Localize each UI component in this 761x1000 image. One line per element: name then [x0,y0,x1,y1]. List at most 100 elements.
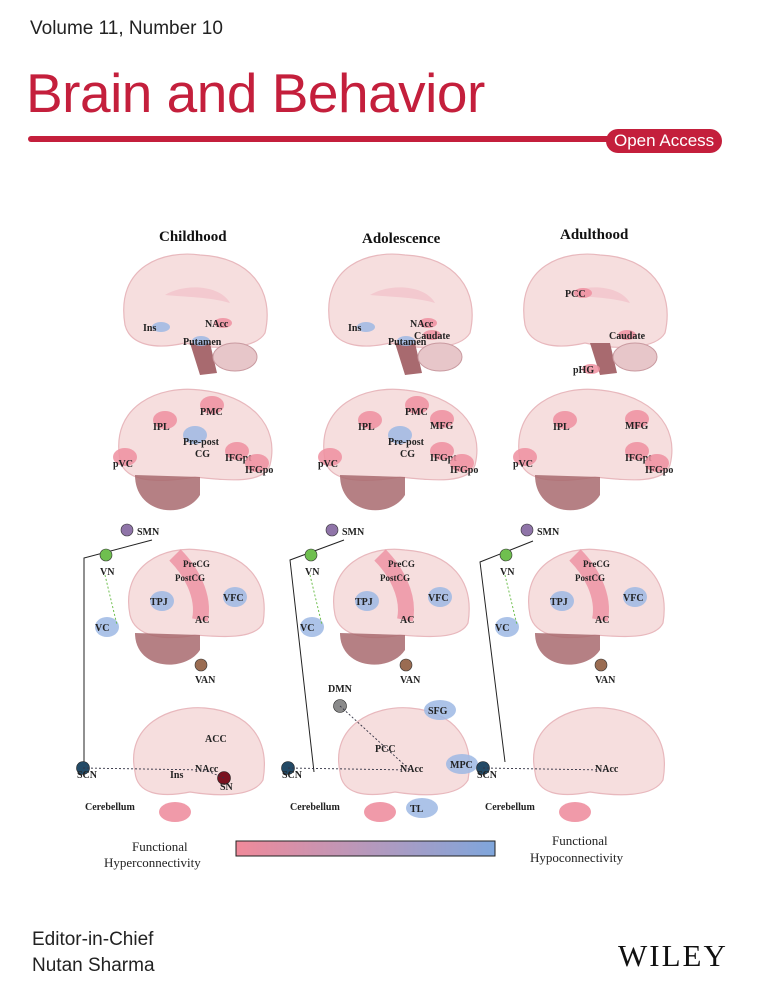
cerebellum-shape [417,342,463,372]
label-tpj: TPJ [550,597,568,608]
label-pcc: PCC [375,744,396,755]
label-vn: VN [500,567,515,578]
region-ipl [153,411,177,429]
label-pre-post: Pre-post [183,437,220,448]
label-scn: SCN [282,770,303,781]
label-ac: AC [195,615,209,626]
network-frames [83,539,534,773]
node-van [594,658,608,672]
corpus-callosum [370,287,435,303]
label-smn: SMN [537,527,560,538]
journal-title: Brain and Behavior [26,62,485,124]
cerebellum-shape [212,342,258,372]
label-pvc: pVC [113,459,133,470]
editor-name: Nutan Sharma [32,955,155,976]
label-pmc: PMC [405,407,428,418]
cerebellum-brainstem [535,475,600,511]
subcortical-brain-outline [533,707,665,796]
region-ifgpt [625,442,649,460]
region-tpj [355,591,379,611]
label-vfc: VFC [223,593,244,604]
label-tpj: TPJ [355,597,373,608]
cerebellum-brainstem [135,475,200,511]
label-tl: TL [410,804,424,815]
region-pmc [405,396,429,414]
label-pcc: PCC [565,289,586,300]
legend-right-line1: Functional [552,833,608,848]
region-vfc [623,587,647,607]
region-putamen [192,336,210,346]
node-smn [325,523,339,537]
label-pre-post: Pre-post [388,437,425,448]
label-ifgpo: IFGpo [645,465,673,476]
label-mfg: MFG [430,421,454,432]
region-mpc [446,754,478,774]
legend-right-line2: Hypoconnectivity [530,850,624,865]
column-title-childhood: Childhood [159,229,227,245]
label-vfc: VFC [428,593,449,604]
cerebellum-region [364,802,396,822]
node-vn [304,548,318,562]
node-smn [120,523,134,537]
region-pcc [574,288,592,298]
region-tpj [150,591,174,611]
region-vfc [428,587,452,607]
label-van: VAN [195,675,216,686]
region-pre-post [388,426,412,444]
node-van [194,658,208,672]
label-vc: VC [95,623,109,634]
label-precg: PreCG [183,559,210,569]
region-ifgpo [245,454,269,472]
medial-brain-outline [523,253,668,348]
label-vc: VC [300,623,314,634]
region-ifgpt [430,442,454,460]
cerebellum-brainstem [340,633,405,665]
label-ipl: IPL [553,422,570,433]
editor-credit: Editor-in-Chief Nutan Sharma [32,927,155,979]
label-pvc: pVC [318,459,338,470]
region-vfc [223,587,247,607]
label-cerebellum: Cerebellum [485,802,535,813]
label-smn: SMN [342,527,365,538]
label-cerebellum: Cerebellum [290,802,340,813]
region-vc [495,617,519,637]
label-postcg: PostCG [175,573,205,583]
region-pvc [113,448,137,466]
label-ifgpt: IFGpt [430,453,457,464]
label-nacc: NAcc [195,764,219,775]
legend-gradient-bar [235,840,496,857]
label-ifgpo: IFGpo [245,465,273,476]
region-pre-post [183,426,207,444]
motor-strip [169,549,209,622]
region-sfg [424,700,456,720]
label-ac: AC [400,615,414,626]
node-vn [499,548,513,562]
label-mfg: MFG [625,421,649,432]
sn-connection [204,769,225,779]
label-vn: VN [100,567,115,578]
label-cg: CG [195,449,210,460]
label-phg: pHG [573,365,594,376]
cerebellum-shape [612,342,658,372]
label-postcg: PostCG [575,573,605,583]
cerebellum-brainstem [340,475,405,511]
label-sn: SN [220,782,234,793]
motor-strip [374,549,414,622]
label-ins: Ins [170,770,183,781]
label-nacc: NAcc [205,319,229,330]
region-caudate [618,330,636,340]
label-acc: ACC [205,734,227,745]
column-title-adolescence: Adolescence [362,231,441,247]
region-nacc [419,318,437,328]
scn-connection [287,767,411,771]
region-ifgpo [450,454,474,472]
label-precg: PreCG [583,559,610,569]
label-pmc: PMC [200,407,223,418]
